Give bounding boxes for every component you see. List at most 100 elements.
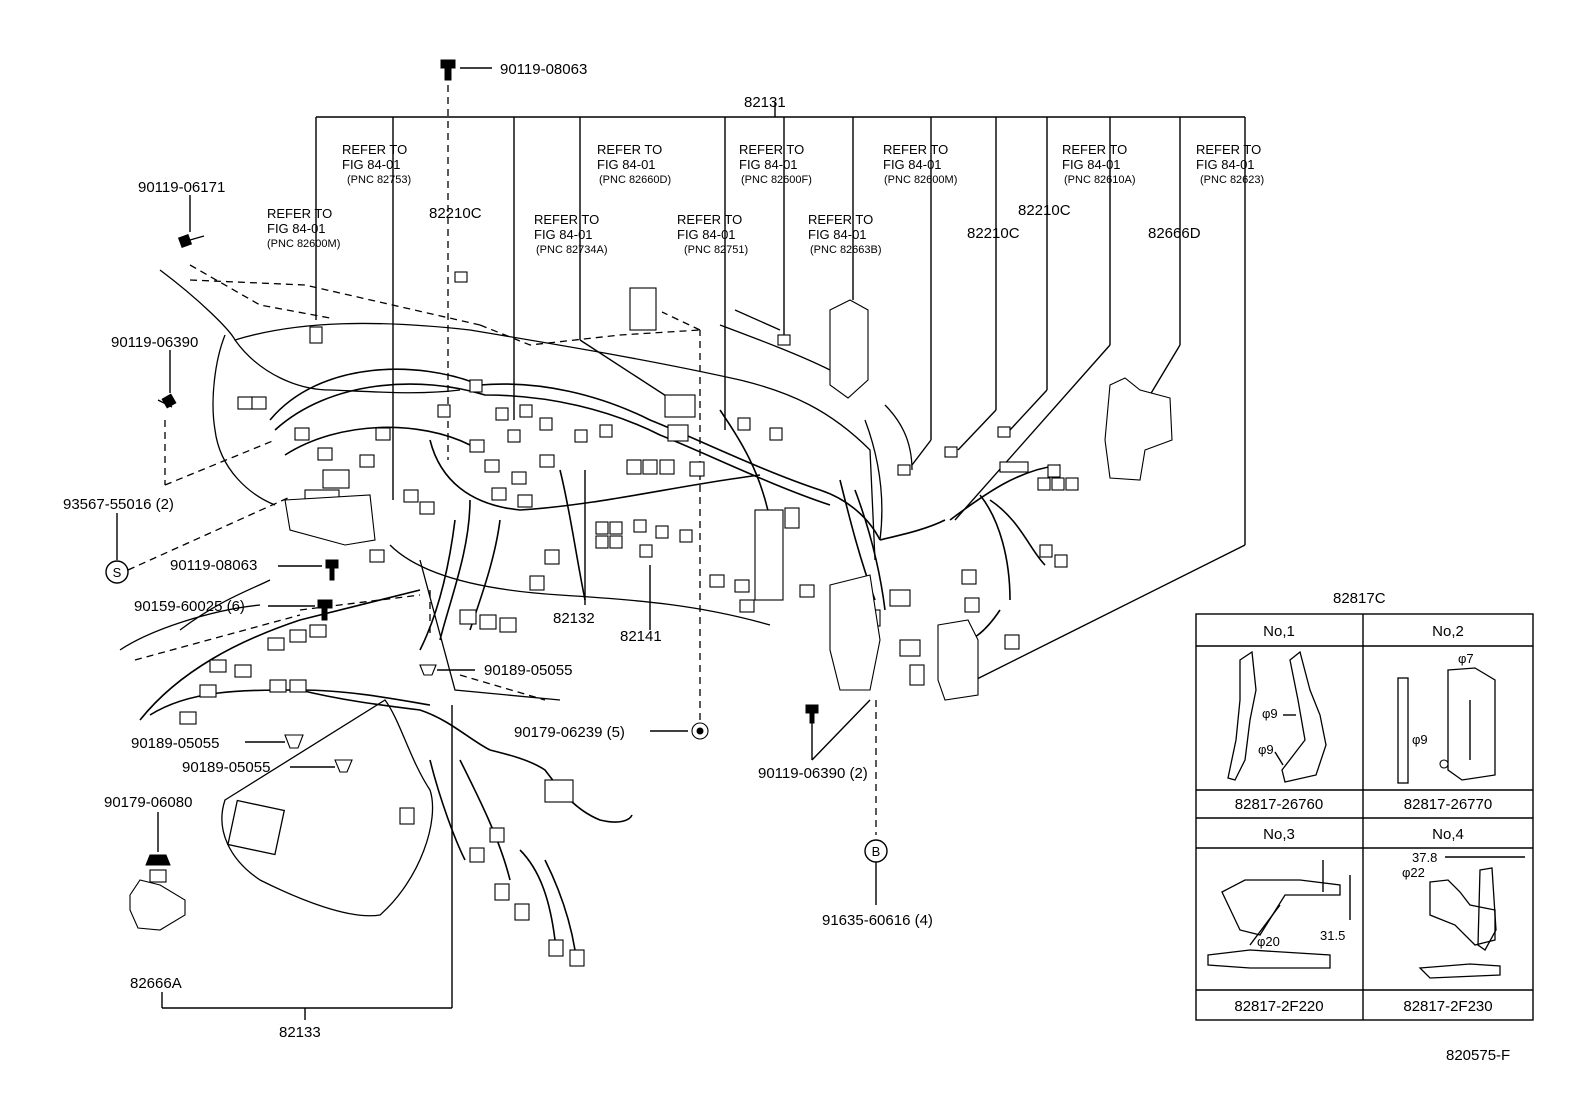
svg-text:(PNC 82751): (PNC 82751) — [684, 244, 748, 256]
callout-90119-06390-2: 90119-06390 (2) — [758, 765, 868, 782]
callout-90119-06390: 90119-06390 — [111, 334, 198, 351]
reference-note-2: REFER TO FIG 84-01 (PNC 82753) — [342, 142, 411, 186]
svg-text:REFER TO: REFER TO — [808, 212, 873, 227]
svg-text:REFER TO: REFER TO — [739, 142, 804, 157]
callout-labels: 82131 90119-08063 90119-06171 90119-0639… — [63, 61, 1510, 1064]
svg-text:B: B — [872, 844, 881, 859]
bolt-icon-60025 — [317, 599, 333, 621]
callout-82141: 82141 — [620, 628, 662, 645]
bracket-block — [1104, 377, 1173, 481]
callout-90119-06171: 90119-06171 — [138, 179, 225, 196]
reference-note-8: REFER TO FIG 84-01 (PNC 82600M) — [883, 142, 957, 186]
reference-note-1: REFER TO FIG 84-01 (PNC 82600M) — [267, 206, 340, 250]
screw-icon-05055c — [334, 759, 353, 773]
callout-82210c-a: 82210C — [429, 205, 482, 222]
svg-text:φ7: φ7 — [1458, 651, 1474, 666]
clamp-drawing-3: φ20 31.5 — [1207, 860, 1351, 969]
svg-text:REFER TO: REFER TO — [597, 142, 662, 157]
bolt-icon-06390-2 — [805, 704, 819, 724]
svg-text:(PNC 82600M): (PNC 82600M) — [267, 238, 340, 250]
clamp-heading-2: No,2 — [1432, 623, 1464, 640]
nut-icon-06239 — [691, 722, 709, 740]
clamp-heading-3: No,3 — [1263, 826, 1295, 843]
svg-text:37.8: 37.8 — [1412, 850, 1437, 865]
svg-text:(PNC 82610A): (PNC 82610A) — [1064, 174, 1136, 186]
svg-text:FIG 84-01: FIG 84-01 — [677, 227, 736, 242]
svg-text:FIG 84-01: FIG 84-01 — [1196, 157, 1255, 172]
reference-note-7: REFER TO FIG 84-01 (PNC 82663B) — [808, 212, 882, 256]
junction-box-left — [284, 494, 376, 546]
reference-note-5: REFER TO FIG 84-01 (PNC 82751) — [677, 212, 748, 256]
reference-note-10: REFER TO FIG 84-01 (PNC 82623) — [1196, 142, 1264, 186]
relay-block — [629, 287, 657, 331]
callout-82210c-c: 82210C — [967, 225, 1020, 242]
svg-text:(PNC 82660D): (PNC 82660D) — [599, 174, 671, 186]
callout-90189-05055-c: 90189-05055 — [182, 759, 270, 776]
clamp-drawing-1: φ9 φ9 — [1227, 650, 1327, 783]
svg-text:FIG 84-01: FIG 84-01 — [1062, 157, 1121, 172]
callout-82210c-b: 82210C — [1018, 202, 1071, 219]
figure-code: 820575-F — [1446, 1047, 1510, 1064]
leader-lines — [116, 67, 1246, 1020]
callout-90119-08063-top: 90119-08063 — [500, 61, 587, 78]
callout-90189-05055-a: 90189-05055 — [484, 662, 572, 679]
svg-text:31.5: 31.5 — [1320, 928, 1345, 943]
harness-artwork — [119, 264, 1173, 967]
svg-text:FIG 84-01: FIG 84-01 — [267, 221, 326, 236]
clamp-table-title: 82817C — [1333, 590, 1386, 607]
callout-82131: 82131 — [744, 94, 786, 111]
svg-text:(PNC 82753): (PNC 82753) — [347, 174, 411, 186]
svg-text:REFER TO: REFER TO — [1062, 142, 1127, 157]
callout-91635-60616: 91635-60616 (4) — [822, 912, 933, 929]
clamp-heading-1: No,1 — [1263, 623, 1295, 640]
svg-text:FIG 84-01: FIG 84-01 — [808, 227, 867, 242]
callout-82132: 82132 — [553, 610, 595, 627]
svg-text:FIG 84-01: FIG 84-01 — [883, 157, 942, 172]
svg-text:S: S — [113, 565, 122, 580]
callout-90119-08063-mid: 90119-08063 — [170, 557, 257, 574]
svg-text:φ20: φ20 — [1257, 934, 1280, 949]
clamp-table: 82817C No,1 No,2 82817-26760 82817-26770… — [1195, 590, 1534, 1021]
svg-text:REFER TO: REFER TO — [883, 142, 948, 157]
svg-text:(PNC 82623): (PNC 82623) — [1200, 174, 1264, 186]
svg-text:(PNC 82600M): (PNC 82600M) — [884, 174, 957, 186]
clamp-heading-4: No,4 — [1432, 826, 1464, 843]
clamp-part-2: 82817-26770 — [1404, 796, 1492, 813]
svg-text:(PNC 82600F): (PNC 82600F) — [741, 174, 812, 186]
svg-text:FIG 84-01: FIG 84-01 — [597, 157, 656, 172]
svg-text:(PNC 82663B): (PNC 82663B) — [810, 244, 882, 256]
fuse-block — [829, 574, 881, 691]
bolt-icon-06390 — [157, 393, 177, 409]
callout-93567-55016: 93567-55016 (2) — [63, 496, 174, 513]
bolt-icon-06171 — [177, 233, 205, 249]
reference-note-6: REFER TO FIG 84-01 (PNC 82600F) — [739, 142, 812, 186]
svg-text:REFER TO: REFER TO — [677, 212, 742, 227]
svg-text:REFER TO: REFER TO — [267, 206, 332, 221]
callout-82133: 82133 — [279, 1024, 321, 1041]
clamp-part-4: 82817-2F230 — [1403, 998, 1492, 1015]
svg-text:φ9: φ9 — [1258, 742, 1274, 757]
nut-icon-06080 — [145, 854, 171, 866]
clamp-part-3: 82817-2F220 — [1234, 998, 1323, 1015]
svg-text:(PNC 82734A): (PNC 82734A) — [536, 244, 608, 256]
svg-text:REFER TO: REFER TO — [342, 142, 407, 157]
callout-82666a: 82666A — [130, 975, 182, 992]
callout-90189-05055-b: 90189-05055 — [131, 735, 219, 752]
reference-note-4: REFER TO FIG 84-01 (PNC 82660D) — [597, 142, 671, 186]
callout-90159-60025: 90159-60025 (6) — [134, 598, 245, 615]
reference-note-9: REFER TO FIG 84-01 (PNC 82610A) — [1062, 142, 1136, 186]
svg-text:φ22: φ22 — [1402, 865, 1425, 880]
svg-text:FIG 84-01: FIG 84-01 — [739, 157, 798, 172]
svg-text:REFER TO: REFER TO — [1196, 142, 1261, 157]
marker-b: B — [864, 839, 888, 863]
bolt-icon-top — [440, 59, 456, 81]
connector-group — [179, 379, 1079, 967]
bolt-icon-mid — [325, 559, 339, 581]
reference-notes: REFER TO FIG 84-01 (PNC 82600M) REFER TO… — [267, 142, 1264, 256]
clamp-part-1: 82817-26760 — [1235, 796, 1323, 813]
marker-s: S — [105, 560, 129, 584]
junction-block — [829, 299, 869, 399]
bracket-icon-82666a — [129, 869, 186, 931]
control-module — [937, 619, 979, 701]
